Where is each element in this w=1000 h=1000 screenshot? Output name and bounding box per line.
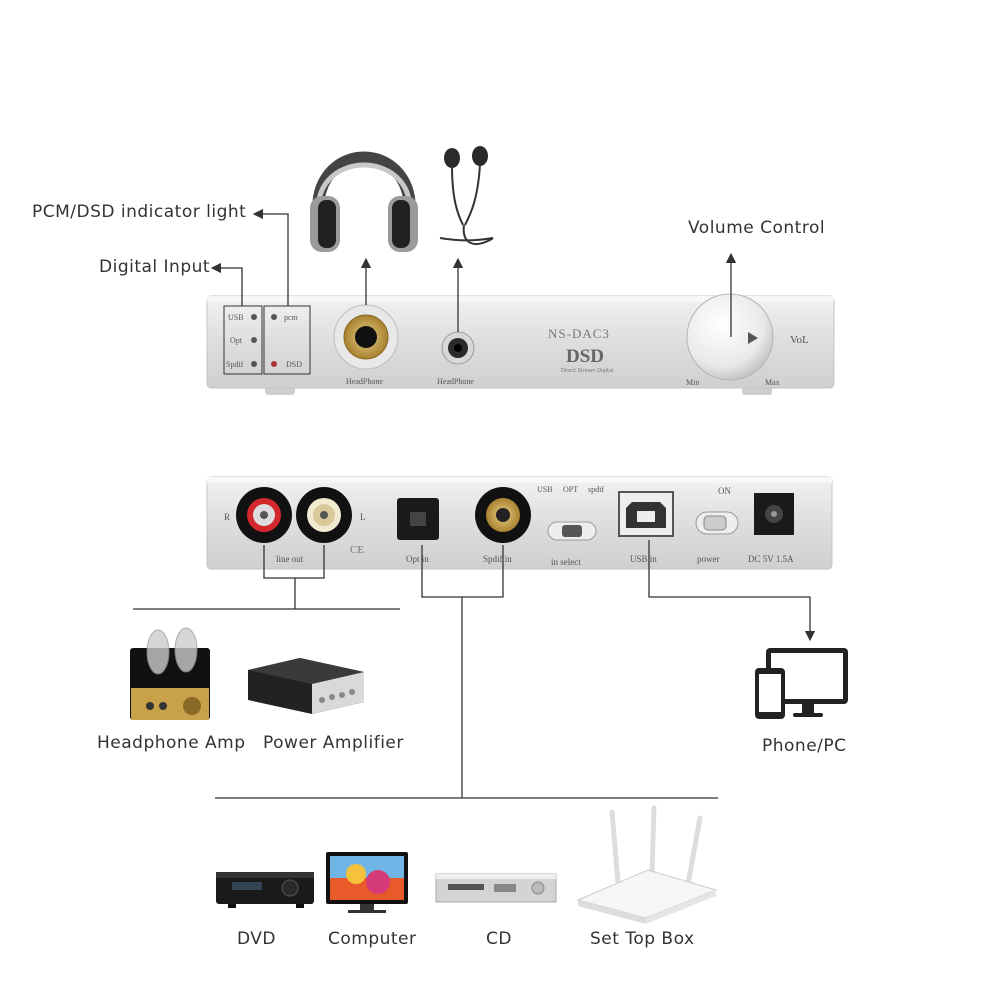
dc-label: DC 5V 1.5A (748, 554, 794, 564)
power-amplifier-label: Power Amplifier (263, 733, 404, 753)
dsd-subtitle: Direct Stream Digital (561, 368, 613, 374)
input-usb-label: USB (228, 313, 244, 322)
dvd-player-image (216, 872, 314, 908)
phone-pc-label: Phone/PC (762, 736, 847, 756)
dsd-logo: DSD (566, 346, 604, 367)
computer-label: Computer (328, 929, 417, 949)
vol-label: VoL (790, 334, 809, 346)
dvd-label: DVD (237, 929, 277, 949)
on-label: ON (718, 486, 731, 496)
cd-label: CD (486, 929, 512, 949)
rca-l-label: L (360, 512, 366, 522)
usb-in-label: USB in (630, 554, 657, 564)
min-label: Min (686, 378, 699, 387)
phone-pc-icon (755, 648, 848, 719)
in-select-spdif: spdif (588, 485, 604, 494)
volume-control-label: Volume Control (688, 218, 826, 238)
indicator-dsd-label: DSD (286, 360, 302, 369)
input-opt-label: Opt (230, 336, 243, 345)
max-label: Max (765, 378, 780, 387)
power-amplifier-image (248, 658, 364, 714)
power-label: power (697, 554, 720, 564)
opt-in-label: Opt in (406, 554, 429, 564)
headphone-amp-image (130, 627, 210, 720)
headphone-jack-label-1: HeadPhone (346, 377, 383, 386)
earphones-icon (439, 146, 494, 245)
input-spdif-label: Spdif (226, 360, 244, 369)
in-select-label: in select (551, 557, 581, 567)
headphones-icon (310, 151, 418, 252)
in-select-opt: OPT (563, 485, 578, 494)
volume-knob[interactable] (686, 293, 774, 381)
spdif-in-label: Spdif in (483, 554, 512, 564)
model-name: NS-DAC3 (548, 326, 610, 341)
headphone-amp-label: Headphone Amp (97, 733, 246, 753)
set-top-box-image (576, 805, 718, 924)
rca-r-label: R (224, 512, 230, 522)
ce-mark: CE (350, 544, 364, 556)
indicator-pcm-label: pcm (284, 313, 299, 322)
digital-input-label: Digital Input (99, 257, 211, 277)
cd-player-image (435, 873, 557, 903)
headphone-jack-label-2: HeadPhone (437, 377, 474, 386)
line-out-label: line out (276, 554, 304, 564)
pcm-dsd-indicator-label: PCM/DSD indicator light (32, 202, 247, 222)
set-top-box-label: Set Top Box (590, 929, 695, 949)
in-select-usb: USB (537, 485, 553, 494)
computer-image (326, 852, 408, 913)
front-panel: USB Opt Spdif pcm DSD HeadPhone HeadPhon… (206, 293, 835, 395)
rear-callouts (133, 540, 816, 799)
front-callouts (210, 208, 737, 337)
rear-panel: R L line out CE Opt in Spdif in USB OPT … (206, 476, 833, 570)
